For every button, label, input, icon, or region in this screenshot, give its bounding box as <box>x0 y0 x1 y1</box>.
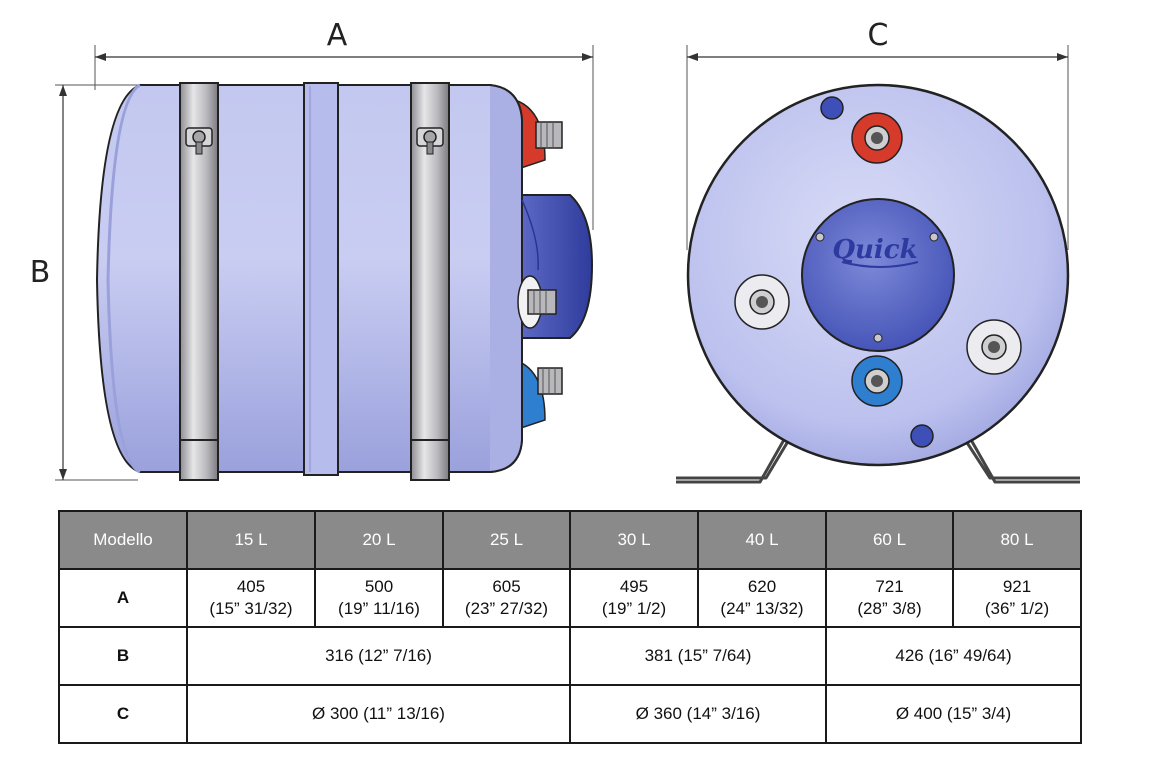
element-cap-front <box>801 198 955 352</box>
dimension-label-c: C <box>868 18 889 53</box>
row-label: A <box>58 568 188 628</box>
cell-imperial: (19” 11/16) <box>338 599 420 618</box>
cold-inlet-port <box>851 355 903 407</box>
header-cell: 80 L <box>952 510 1082 570</box>
left-exchanger-port <box>734 274 790 330</box>
cell-value: 405 <box>236 577 266 596</box>
header-cell: Modello <box>58 510 188 570</box>
dimension-c: C <box>686 18 1069 250</box>
table-row-c: C Ø 300 (11” 13/16) Ø 360 (14” 3/16) Ø 4… <box>58 684 1082 744</box>
water-heater-diagram: A B <box>30 18 1080 484</box>
header-cell: 15 L <box>186 510 316 570</box>
dimensions-table: Modello 15 L 20 L 25 L 30 L 40 L 60 L 80… <box>58 510 1082 744</box>
table-cell: 721 (28” 3/8) <box>825 568 954 628</box>
header-cell: 30 L <box>569 510 699 570</box>
cell-imperial: (15” 31/32) <box>209 599 293 618</box>
header-cell: 25 L <box>442 510 571 570</box>
hot-outlet-fitting <box>535 121 563 149</box>
plug-bottom <box>910 424 934 448</box>
cell-value: 721 <box>875 577 904 596</box>
dimension-a: A <box>94 18 594 230</box>
table-cell-merged: 426 (16” 49/64) <box>825 626 1082 686</box>
dimension-label-b: B <box>30 255 51 290</box>
cell-imperial: (23” 27/32) <box>464 599 549 618</box>
table-cell: 921 (36” 1/2) <box>952 568 1082 628</box>
header-cell: 20 L <box>314 510 444 570</box>
row-label: C <box>58 684 188 744</box>
tank-stand <box>676 436 1080 484</box>
table-cell-merged: 381 (15” 7/64) <box>569 626 827 686</box>
tank-seam <box>303 82 339 476</box>
recirc-fitting <box>527 289 557 315</box>
dimension-b: B <box>30 84 138 481</box>
cell-imperial: (19” 1/2) <box>601 599 667 618</box>
brand-logo: Quick <box>832 235 917 265</box>
table-cell-merged: 316 (12” 7/16) <box>186 626 571 686</box>
cell-imperial: (36” 1/2) <box>984 599 1050 618</box>
mounting-band-right <box>410 82 450 481</box>
mounting-band-left <box>179 82 219 481</box>
table-cell-merged: Ø 300 (11” 13/16) <box>186 684 571 744</box>
plug-top <box>820 96 844 120</box>
table-cell-merged: Ø 400 (15” 3/4) <box>825 684 1082 744</box>
cell-value: 500 <box>364 577 394 596</box>
dimension-label-a: A <box>327 18 348 53</box>
table-row-a: A 405 (15” 31/32) 500 (19” 11/16) 605 (23” … <box>58 568 1082 628</box>
header-cell: 60 L <box>825 510 954 570</box>
right-exchanger-port <box>966 319 1022 375</box>
cell-imperial: (24” 13/32) <box>720 599 804 618</box>
table-cell: 605 (23” 27/32) <box>442 568 571 628</box>
table-cell-merged: Ø 360 (14” 3/16) <box>569 684 827 744</box>
table-cell: 405 (15” 31/32) <box>186 568 316 628</box>
table-cell: 495 (19” 1/2) <box>569 568 699 628</box>
table-cell: 500 (19” 11/16) <box>314 568 444 628</box>
cell-value: 605 <box>492 577 521 596</box>
tank-front-view: Quick <box>676 83 1080 484</box>
row-label: B <box>58 626 188 686</box>
cold-inlet-fitting <box>537 367 563 395</box>
header-cell: 40 L <box>697 510 827 570</box>
hot-outlet-port <box>851 112 903 164</box>
table-row-b: B 316 (12” 7/16) 381 (15” 7/64) 426 (16”… <box>58 626 1082 686</box>
tank-side-view <box>95 82 594 481</box>
table-header-row: Modello 15 L 20 L 25 L 30 L 40 L 60 L 80… <box>58 510 1082 570</box>
cell-value: 620 <box>747 577 777 596</box>
cell-imperial: (28” 3/8) <box>857 599 922 618</box>
cell-value: 495 <box>619 577 649 596</box>
cell-value: 921 <box>1002 577 1032 596</box>
table-cell: 620 (24” 13/32) <box>697 568 827 628</box>
